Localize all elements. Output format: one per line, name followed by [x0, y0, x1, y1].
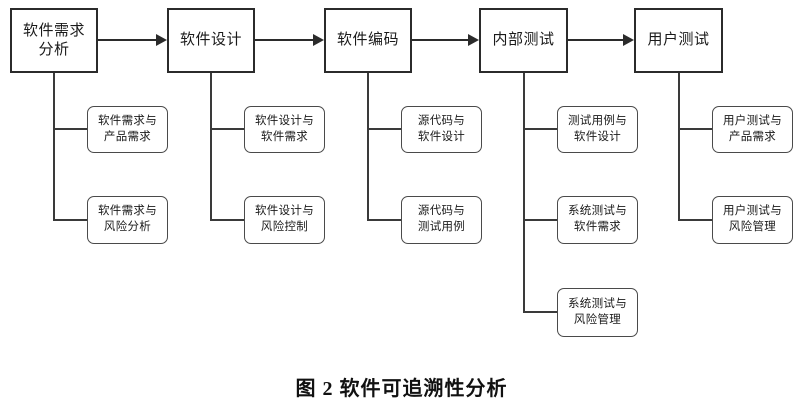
branch-stub-col3-row2 [367, 219, 403, 222]
trace-label-line1: 源代码与 [417, 205, 466, 218]
trace-label-line2: 产品需求 [728, 130, 777, 143]
trace-label-line2: 风险管理 [573, 313, 622, 326]
trace-box-design-vs-riskctrl: 软件设计与 风险控制 [244, 196, 325, 244]
trace-label: 软件需求与 产品需求 [98, 114, 157, 145]
branch-stub-col2-row2 [210, 219, 246, 222]
stage-label: 软件设计 [180, 31, 242, 50]
trace-label-line2: 风险管理 [728, 221, 777, 233]
trace-box-code-vs-design: 源代码与 软件设计 [401, 106, 482, 153]
stage-label-line1: 软件编码 [336, 31, 399, 49]
stage-label: 软件需求 分析 [23, 22, 85, 60]
flow-arrow-line-3 [412, 39, 468, 41]
stage-box-internal-testing: 内部测试 [479, 8, 568, 73]
branch-stub-col5-row1 [678, 128, 714, 131]
trace-label: 软件设计与 风险控制 [255, 204, 314, 235]
flow-arrow-line-1 [98, 39, 156, 41]
trace-label-line1: 系统测试与 [568, 297, 627, 310]
branch-stub-col4-row2 [523, 219, 559, 222]
trace-label-line1: 系统测试与 [568, 205, 627, 218]
branch-trunk-col2 [210, 73, 213, 221]
trace-box-design-vs-req: 软件设计与 软件需求 [244, 106, 325, 153]
branch-trunk-col5 [678, 73, 681, 221]
trace-label: 软件需求与 风险分析 [98, 204, 157, 235]
flow-arrow-head-3 [468, 34, 479, 46]
trace-box-req-vs-product: 软件需求与 产品需求 [87, 106, 168, 153]
stage-box-user-testing: 用户测试 [634, 8, 723, 73]
trace-box-systest-vs-risk: 系统测试与 风险管理 [557, 288, 638, 337]
trace-box-usertest-vs-risk: 用户测试与 风险管理 [712, 196, 793, 244]
trace-box-systest-vs-req: 系统测试与 软件需求 [557, 196, 638, 244]
trace-label: 源代码与 测试用例 [418, 204, 465, 235]
flow-arrow-line-2 [255, 39, 313, 41]
trace-label-line2: 测试用例 [417, 221, 466, 233]
branch-stub-col4-row1 [523, 128, 559, 131]
trace-label-line2: 风险分析 [103, 221, 152, 233]
branch-trunk-col4 [523, 73, 526, 313]
branch-stub-col1-row1 [53, 128, 89, 131]
figure-caption: 图 2 软件可追溯性分析 [295, 378, 508, 400]
trace-label: 软件设计与 软件需求 [255, 114, 314, 145]
trace-label: 系统测试与 软件需求 [568, 204, 627, 235]
branch-stub-col1-row2 [53, 219, 89, 222]
trace-label-line1: 软件设计与 [255, 114, 314, 127]
trace-label-line2: 软件需求 [573, 221, 622, 233]
branch-trunk-col1 [53, 73, 56, 221]
branch-stub-col4-row3 [523, 311, 559, 314]
trace-label: 用户测试与 风险管理 [723, 204, 782, 235]
flow-arrow-head-1 [156, 34, 167, 46]
trace-label-line2: 软件需求 [260, 130, 309, 143]
trace-label-line2: 产品需求 [103, 130, 152, 143]
stage-label: 内部测试 [492, 31, 554, 50]
trace-label: 源代码与 软件设计 [418, 114, 465, 145]
trace-label-line1: 软件需求与 [98, 205, 157, 218]
trace-label: 用户测试与 产品需求 [723, 114, 782, 145]
trace-box-usertest-vs-product: 用户测试与 产品需求 [712, 106, 793, 153]
trace-label-line1: 用户测试与 [723, 114, 782, 127]
stage-label-line1: 软件需求 [22, 21, 85, 39]
trace-label-line2: 软件设计 [417, 130, 466, 143]
trace-label-line1: 源代码与 [417, 114, 466, 127]
branch-trunk-col3 [367, 73, 370, 221]
branch-stub-col3-row1 [367, 128, 403, 131]
stage-label-line2: 分析 [38, 40, 70, 58]
stage-label-line1: 内部测试 [492, 31, 555, 49]
trace-label: 测试用例与 软件设计 [568, 114, 627, 145]
trace-label-line2: 风险控制 [260, 221, 309, 233]
trace-label: 系统测试与 风险管理 [568, 297, 627, 328]
stage-label: 用户测试 [647, 31, 709, 50]
trace-box-code-vs-testcase: 源代码与 测试用例 [401, 196, 482, 244]
stage-label: 软件编码 [337, 31, 399, 50]
trace-label-line2: 软件设计 [573, 130, 622, 143]
trace-label-line1: 测试用例与 [568, 114, 627, 127]
trace-box-req-vs-risk: 软件需求与 风险分析 [87, 196, 168, 244]
stage-box-software-design: 软件设计 [167, 8, 255, 73]
flow-arrow-line-4 [568, 39, 623, 41]
stage-box-requirements-analysis: 软件需求 分析 [10, 8, 98, 73]
trace-label-line1: 软件设计与 [255, 205, 314, 218]
flow-arrow-head-4 [623, 34, 634, 46]
trace-label-line1: 软件需求与 [98, 114, 157, 127]
stage-box-software-coding: 软件编码 [324, 8, 412, 73]
stage-label-line1: 用户测试 [647, 31, 710, 49]
stage-label-line1: 软件设计 [179, 31, 242, 49]
branch-stub-col2-row1 [210, 128, 246, 131]
branch-stub-col5-row2 [678, 219, 714, 222]
trace-label-line1: 用户测试与 [723, 205, 782, 218]
flow-arrow-head-2 [313, 34, 324, 46]
trace-box-testcase-vs-design: 测试用例与 软件设计 [557, 106, 638, 153]
